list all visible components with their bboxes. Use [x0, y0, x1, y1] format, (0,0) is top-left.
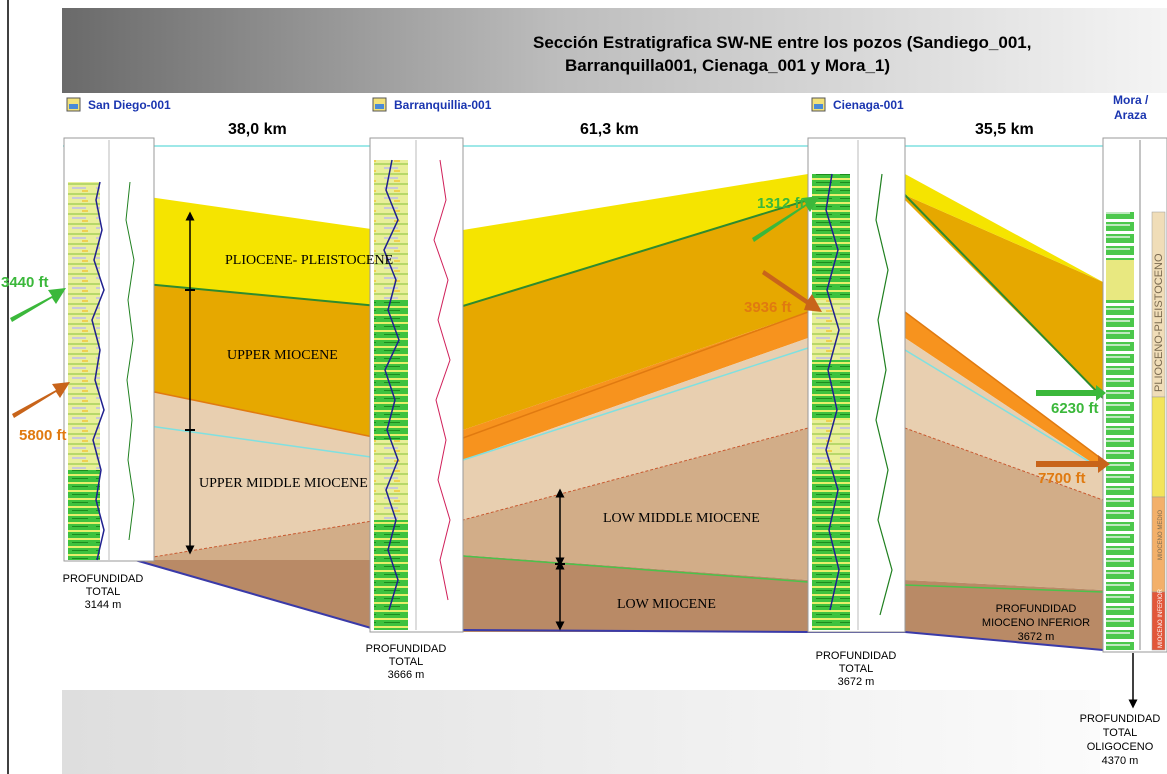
mora-column-label: MIOCENO INFERIOR	[1158, 588, 1164, 648]
total-depth: PROFUNDIDAD	[816, 650, 897, 662]
total-depth: OLIGOCENO	[1087, 741, 1154, 753]
unit-label: LOW MIOCENE	[617, 597, 716, 612]
depth-label: 3440 ft	[1, 274, 49, 291]
depth-label: 1312 ft	[757, 195, 805, 212]
distance-label: 61,3 km	[580, 121, 639, 138]
total-depth: TOTAL	[1103, 727, 1137, 739]
well-name-mora-1: Mora /	[1113, 93, 1149, 107]
unit-label: UPPER MIOCENE	[227, 348, 338, 363]
mora-column-label: PLIOCENO-PLEISTOCENO	[1153, 253, 1165, 392]
well-log-icon	[811, 97, 826, 112]
well-name-mora-2: Araza	[1114, 108, 1147, 122]
depth-arrow-green	[10, 288, 66, 322]
total-depth: 3144 m	[85, 599, 122, 611]
distance-label: 38,0 km	[228, 121, 287, 138]
well-name-barranquilla: Barranquillia-001	[394, 98, 492, 112]
depth-label: 3936 ft	[744, 299, 792, 316]
unit-label: UPPER MIDDLE MIOCENE	[199, 476, 368, 491]
total-depth: TOTAL	[389, 656, 423, 668]
total-depth: PROFUNDIDAD	[63, 573, 144, 585]
well-log-barranquilla	[369, 137, 464, 633]
distance-label: 35,5 km	[975, 121, 1034, 138]
depth-label: 6230 ft	[1051, 400, 1099, 417]
well-log-san-diego	[63, 137, 155, 562]
unit-label: LOW MIDDLE MIOCENE	[603, 511, 760, 526]
total-depth: PROFUNDIDAD	[366, 643, 447, 655]
total-depth: MIOCENO INFERIOR	[982, 617, 1090, 629]
well-name-san-diego: San Diego-001	[88, 98, 171, 112]
title-line-1: Sección Estratigrafica SW-NE entre los p…	[533, 33, 1031, 52]
unit-pliocene-pleistocene	[135, 195, 378, 306]
total-depth: 3666 m	[388, 669, 425, 681]
total-depth: 3672 m	[838, 676, 875, 688]
well-name-cienaga: Cienaga-001	[833, 98, 904, 112]
total-depth: 3672 m	[1018, 631, 1055, 643]
mora-column-label: MIOCENO MEDIO	[1158, 510, 1164, 560]
total-depth: 4370 m	[1102, 755, 1139, 767]
total-depth: PROFUNDIDAD	[1080, 713, 1161, 725]
total-depth: TOTAL	[86, 586, 120, 598]
unit-label: PLIOCENE- PLEISTOCENE	[225, 253, 393, 268]
title-line-2: Barranquilla001, Cienaga_001 y Mora_1)	[565, 56, 890, 75]
well-log-icon	[66, 97, 81, 112]
depth-label: 7700 ft	[1038, 470, 1086, 487]
total-depth: TOTAL	[839, 663, 873, 675]
well-log-mora	[1102, 137, 1167, 653]
total-depth: PROFUNDIDAD	[996, 603, 1077, 615]
depth-arrow-orange	[12, 382, 70, 418]
well-log-cienaga	[807, 137, 906, 633]
header-band	[62, 8, 1167, 93]
depth-label: 5800 ft	[19, 427, 67, 444]
well-log-icon	[372, 97, 387, 112]
